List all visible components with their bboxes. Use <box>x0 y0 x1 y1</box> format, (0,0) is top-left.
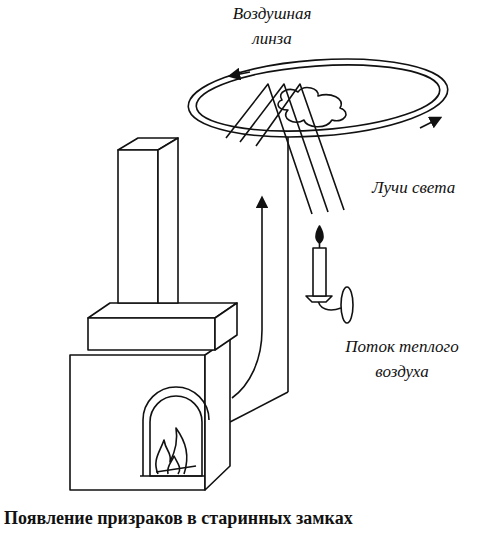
chimney-side <box>158 138 178 303</box>
firebox-opening <box>150 396 202 476</box>
hearth-line <box>140 475 205 477</box>
annotation-label: Лучи света <box>372 176 484 201</box>
mantel-front <box>88 318 215 350</box>
candle-holder <box>306 296 332 302</box>
air-lens-inner <box>194 58 442 139</box>
floor-line <box>230 392 288 422</box>
log <box>156 466 196 472</box>
sconce-plate <box>341 287 353 323</box>
warm-air-arrow <box>232 198 262 398</box>
candle <box>313 248 326 296</box>
flame <box>156 428 187 474</box>
mantel-top <box>88 303 237 318</box>
annotation-label: Воздушная линза <box>212 2 332 51</box>
figure-caption: Появление призраков в старинных замках <box>4 508 496 530</box>
mantel-side <box>215 303 237 350</box>
circulation-arrow <box>230 72 250 76</box>
circulation-arrow <box>420 118 440 128</box>
light-ray <box>240 84 328 212</box>
air-lens <box>186 51 451 145</box>
ghost-image <box>278 88 346 127</box>
annotation-label: Поток теплого воздуха <box>322 335 482 384</box>
firebox-frame <box>143 387 209 476</box>
candle-flame <box>316 226 323 243</box>
chimney-front <box>118 150 158 303</box>
light-ray <box>256 84 344 210</box>
flame <box>168 456 180 474</box>
fireplace-front <box>70 355 205 490</box>
